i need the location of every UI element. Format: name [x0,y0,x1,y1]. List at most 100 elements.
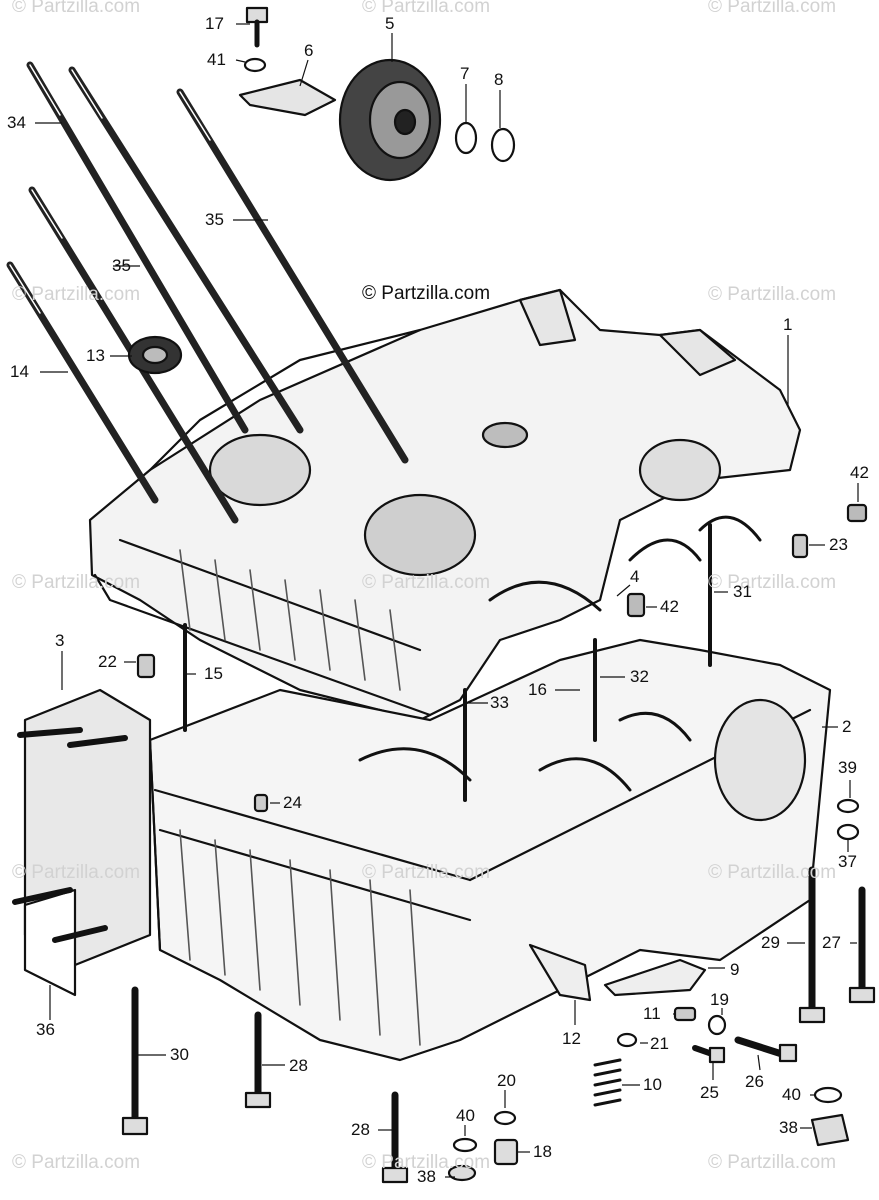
callout-39: 39 [838,758,857,777]
callout-10: 10 [643,1075,662,1094]
bolt-17 [245,6,269,48]
callout-13: 13 [86,346,105,365]
callout-22: 22 [98,652,117,671]
washer-37 [836,823,860,841]
dowel-22 [136,653,156,679]
watermark: © Partzilla.com [12,0,141,17]
callout-15: 15 [204,664,223,683]
washer-40 [813,1086,843,1104]
watermark: © Partzilla.com [12,1152,141,1173]
callout-34: 34 [7,113,26,132]
washer-41 [243,57,267,73]
arm-12 [528,943,592,1002]
washer-39 [836,798,860,814]
callout-24: 24 [283,793,302,812]
circlip-8 [490,127,516,163]
dowel-24 [253,793,269,813]
callout-42: 42 [850,463,869,482]
callout-6: 6 [304,41,314,60]
watermark: © Partzilla.com [362,572,491,593]
callout-41: 41 [207,50,226,69]
watermark: © Partzilla.com [362,0,491,17]
callout-27: 27 [822,933,841,952]
callout-7: 7 [460,64,470,83]
watermark: © Partzilla.com [708,284,837,305]
dowel-42 [846,503,868,523]
bolt [12,887,73,905]
callout-19: 19 [710,990,729,1009]
callout-18: 18 [533,1142,552,1161]
circlip-7 [454,121,478,155]
callout-12: 12 [562,1029,581,1048]
washer-20 [493,1110,517,1126]
callout-11: 11 [643,1004,661,1023]
callout-14: 14 [10,362,29,381]
dowel-42 [626,592,646,618]
bracket-6 [238,78,337,117]
callout-35: 35 [205,210,224,229]
bolt-27 [848,886,876,1004]
callout-30: 30 [170,1045,189,1064]
callout-5: 5 [385,14,395,33]
callout-38: 38 [417,1167,436,1186]
nut-38 [810,1113,850,1147]
callout-23: 23 [829,535,848,554]
callout-31: 31 [733,582,752,601]
spring-10 [593,1058,622,1107]
callout-32: 32 [630,667,649,686]
leader-lines [35,23,859,1178]
washer-21 [616,1032,638,1048]
watermark: © Partzilla.com [708,0,837,17]
watermark: © Partzilla.com [708,862,837,883]
callout-28: 28 [351,1120,370,1139]
pin-11 [673,1006,697,1022]
pulley-5 [338,58,442,182]
callout-2: 2 [842,717,852,736]
watermark: © Partzilla.com [12,572,141,593]
bolt [52,925,108,943]
callout-37: 37 [838,852,857,871]
watermark: © Partzilla.com [708,572,837,593]
bolt-28 [381,1091,409,1184]
bolt [17,727,83,738]
callout-3: 3 [55,631,65,650]
callout-33: 33 [490,693,509,712]
washer-19 [707,1014,727,1036]
callout-9: 9 [730,960,740,979]
callout-20: 20 [497,1071,516,1090]
watermark: © Partzilla.com [362,1152,491,1173]
watermark: © Partzilla.com [12,862,141,883]
bolt-30 [121,986,149,1136]
watermark: © Partzilla.com [708,1152,837,1173]
nut-38 [447,1164,477,1182]
upper-crankcase [88,288,802,722]
callout-8: 8 [494,70,504,89]
lower-crankcase [148,638,832,1062]
callout-28: 28 [289,1056,308,1075]
callout-42: 42 [660,597,679,616]
callout-1: 1 [783,315,793,334]
arm-9 [603,958,707,997]
callout-21: 21 [650,1034,669,1053]
callout-25: 25 [700,1083,719,1102]
bolt-28 [244,1011,272,1109]
bolt-25 [692,1045,726,1064]
watermark: © Partzilla.com [362,862,491,883]
bracket-36 [23,888,77,997]
watermark: © Partzilla.com [12,284,141,305]
bolt [67,735,128,748]
callout-17: 17 [205,14,224,33]
washer-40 [452,1137,478,1153]
callout-38: 38 [779,1118,798,1137]
center-credit: © Partzilla.com [362,283,491,304]
callout-40: 40 [782,1085,801,1104]
callout-29: 29 [761,933,780,952]
callout-16: 16 [528,680,547,699]
dowel-23 [791,533,809,559]
callout-26: 26 [745,1072,764,1091]
callout-36: 36 [36,1020,55,1039]
callout-35: 35 [112,256,131,275]
oil-seal [127,335,183,375]
bolt-29 [798,866,826,1024]
